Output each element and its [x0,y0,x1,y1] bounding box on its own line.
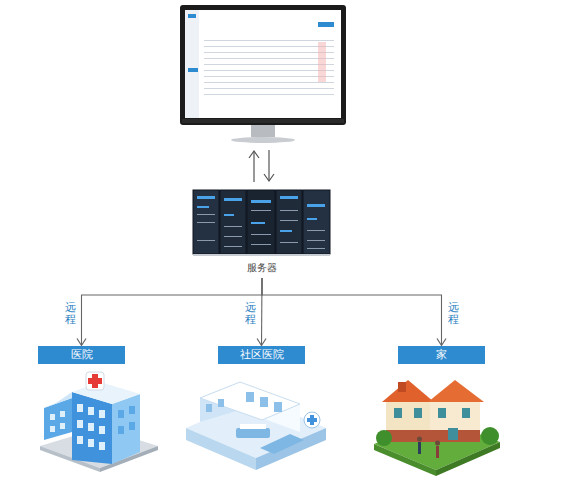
location-bar: 医院 [38,346,125,364]
edge-label: 远程 [65,302,76,326]
node-label: 家 [406,346,477,364]
edge-label: 远程 [245,302,256,326]
sync-arrows [249,150,274,182]
community-hospital-illustration [186,382,326,470]
home-illustration [374,380,500,476]
hospital-illustration [40,372,158,472]
location-bar: 家 [398,346,485,364]
monitor-icon [180,5,346,143]
node-label: 社区医院 [226,346,297,364]
server-node: 服务器 [192,188,332,278]
node-label: 医院 [46,346,117,364]
node-label: 服务器 [247,261,277,278]
connector [262,278,442,346]
edge-label: 远程 [448,302,459,326]
connector [82,278,263,346]
server-rack [193,190,330,256]
location-bar: 社区医院 [218,346,305,364]
